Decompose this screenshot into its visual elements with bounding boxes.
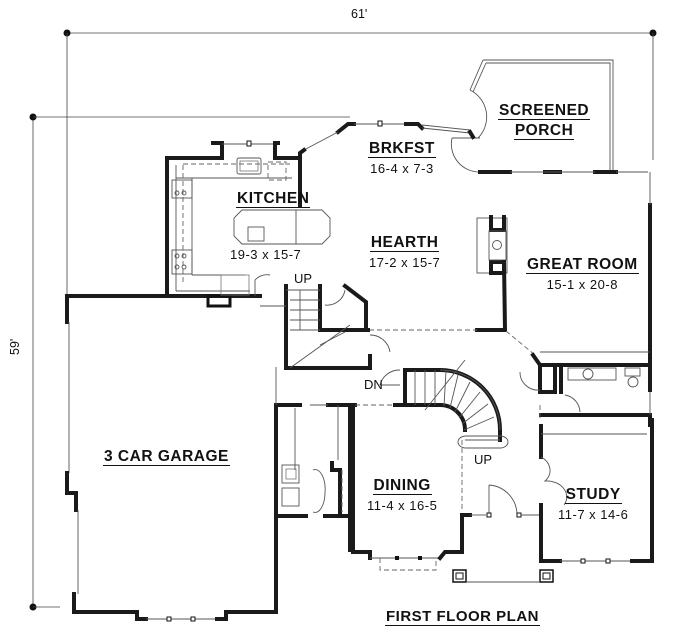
room-label-brkfst: BRKFST 16-4 x 7-3 [368,140,436,176]
room-label-hearth: HEARTH 17-2 x 15-7 [369,234,440,270]
room-name: BRKFST [368,140,436,158]
room-dimensions: 16-4 x 7-3 [370,161,434,176]
room-dimensions: 19-3 x 15-7 [230,247,302,262]
main-curved-stair [379,359,509,449]
basement-stair-down-label: DN [364,377,383,392]
plan-title: FIRST FLOOR PLAN [385,608,540,626]
kitchen-walls [65,140,331,308]
room-label-screened-porch: SCREENED PORCH [498,102,591,140]
room-name: 3 CAR GARAGE [103,448,230,466]
room-name: PORCH [513,122,575,140]
room-dimensions: 17-2 x 15-7 [369,255,441,270]
screened-porch-outline [450,59,648,174]
room-dimensions: 11-4 x 16-5 [367,498,438,513]
study-walls [539,418,654,564]
rear-stair [284,283,391,370]
breakfast-bay-walls [298,120,476,207]
room-dims-kitchen: 19-3 x 15-7 [230,247,301,262]
room-label-great-room: GREAT ROOM 15-1 x 20-8 [526,256,639,292]
room-label-garage: 3 CAR GARAGE [103,448,230,466]
room-name: HEARTH [369,234,440,252]
overall-width-dimension: 61' [351,7,368,21]
room-name: KITCHEN [236,190,311,208]
main-stair-up-label: UP [474,452,493,467]
plan-title-text: FIRST FLOOR PLAN [385,608,540,626]
great-room-walls [505,172,652,427]
room-label-dining: DINING 11-4 x 16-5 [367,477,437,513]
room-label-kitchen: KITCHEN [236,190,311,208]
room-label-study: STUDY 11-7 x 14-6 [558,486,628,522]
dining-walls [351,403,472,571]
room-name: STUDY [564,486,622,504]
fireplace [345,215,508,332]
room-name: GREAT ROOM [526,256,639,274]
dimension-lines [29,29,657,611]
overall-depth-dimension: 59' [8,338,22,355]
room-name: DINING [372,477,432,495]
garage-walls [65,298,302,622]
room-name: SCREENED [498,102,591,120]
room-dimensions: 15-1 x 20-8 [546,277,618,292]
foyer [452,405,554,583]
room-dimensions: 11-7 x 14-6 [558,507,629,522]
rear-stair-up-label: UP [294,271,313,286]
laundry-area [276,403,357,552]
